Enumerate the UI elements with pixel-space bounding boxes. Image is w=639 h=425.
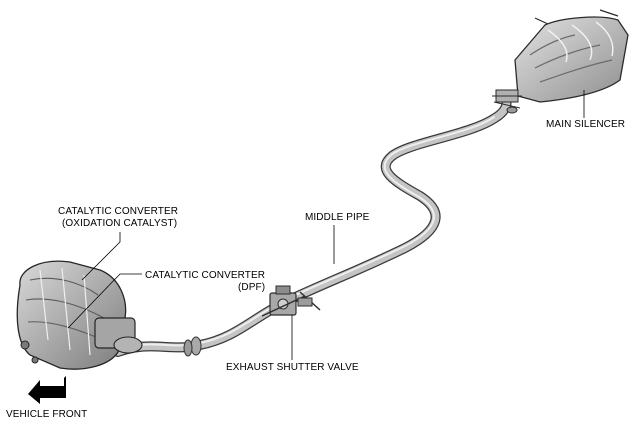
- label-catalytic-converter-oxidation-line2: (OXIDATION CATALYST): [62, 218, 178, 229]
- main-silencer-part: [492, 9, 629, 114]
- label-catalytic-converter-dpf-line1: CATALYTIC CONVERTER: [145, 270, 266, 281]
- catalytic-converter-assembly: [16, 260, 143, 370]
- label-middle-pipe: MIDDLE PIPE: [305, 212, 370, 223]
- vehicle-front-arrow-icon: [28, 376, 66, 404]
- label-exhaust-shutter-valve: EXHAUST SHUTTER VALVE: [226, 362, 359, 373]
- leader-oxidation-catalyst: [81, 232, 121, 281]
- label-catalytic-converter-dpf: CATALYTIC CONVERTER (DPF): [145, 270, 265, 294]
- label-catalytic-converter-oxidation: CATALYTIC CONVERTER (OXIDATION CATALYST): [58, 206, 178, 230]
- label-catalytic-converter-oxidation-line1: CATALYTIC CONVERTER: [58, 206, 179, 217]
- label-vehicle-front: VEHICLE FRONT: [6, 409, 88, 420]
- front-flange: [183, 336, 202, 357]
- leader-dpf: [67, 273, 142, 329]
- label-main-silencer: MAIN SILENCER: [546, 119, 626, 130]
- label-catalytic-converter-dpf-line2: (DPF): [238, 282, 266, 293]
- leader-lines: [67, 90, 585, 360]
- exhaust-shutter-valve-part: [261, 285, 321, 317]
